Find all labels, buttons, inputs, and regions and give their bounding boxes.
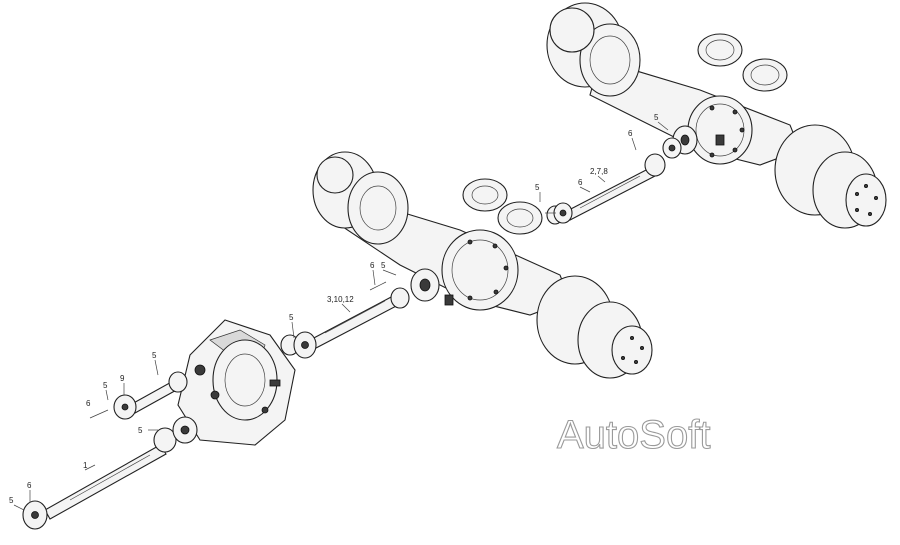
propeller-shaft-short [89, 371, 188, 420]
callout-6: 6 [27, 481, 32, 490]
watermark-text: AutoSoft [557, 413, 710, 457]
callout-5: 5 [381, 261, 386, 270]
leader-lines [13, 121, 669, 511]
callout-6: 6 [628, 129, 633, 138]
propeller-shaft-middle [293, 281, 410, 359]
callout-1: 1 [83, 461, 88, 470]
callout-9: 9 [120, 374, 125, 383]
callout-5: 5 [103, 381, 108, 390]
callout-5: 5 [289, 313, 294, 322]
callout-6: 6 [86, 399, 91, 408]
callout-5: 5 [9, 496, 14, 505]
middle-axle-assembly [312, 151, 653, 379]
transfer-case [177, 319, 300, 446]
propeller-shaft-rear [553, 137, 682, 224]
callout-5: 5 [654, 113, 659, 122]
propeller-shaft-front [22, 416, 198, 530]
callout-2-7-8: 2,7,8 [590, 167, 608, 176]
callout-3-10-12: 3,10,12 [327, 295, 354, 304]
callout-6: 6 [370, 261, 375, 270]
rear-axle-assembly [546, 2, 887, 229]
callout-5: 5 [535, 183, 540, 192]
callout-labels: 1 5 6 5 6 9 5 5 5 3,10,12 6 5 5 6 2,7,8 … [9, 113, 659, 505]
callout-5: 5 [152, 351, 157, 360]
callout-5: 5 [138, 426, 143, 435]
callout-6: 6 [578, 178, 583, 187]
